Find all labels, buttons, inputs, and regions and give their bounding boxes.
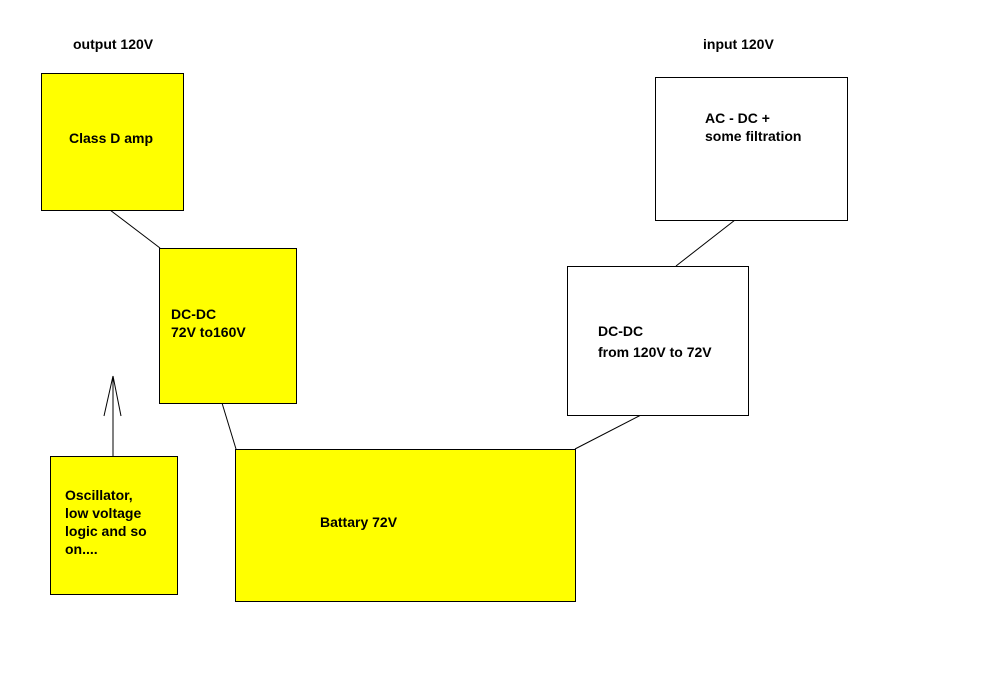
battery-label: Battary 72V <box>320 514 398 530</box>
acdc-block: AC - DC + some filtration <box>655 77 848 221</box>
dcdc-step-down-spec: from 120V to 72V <box>598 344 712 360</box>
class-d-amp-block: Class D amp <box>41 73 184 211</box>
dcdc-step-down-title: DC-DC <box>598 323 644 339</box>
acdc-line-1: AC - DC + <box>705 110 770 126</box>
oscillator-line-3: logic and so <box>65 523 147 539</box>
oscillator-block: Oscillator, low voltage logic and so on.… <box>50 456 178 595</box>
dcdc-step-up-title: DC-DC <box>171 306 217 322</box>
class-d-amp-label: Class D amp <box>69 130 154 146</box>
dcdc-step-down-block: DC-DC from 120V to 72V <box>567 266 749 416</box>
up-arrow-icon <box>103 375 122 456</box>
oscillator-line-1: Oscillator, <box>65 487 133 503</box>
oscillator-line-4: on.... <box>65 541 98 557</box>
link-dcdcup-battery <box>221 402 237 450</box>
battery-block: Battary 72V <box>235 449 576 602</box>
acdc-line-2: some filtration <box>705 128 802 144</box>
oscillator-line-2: low voltage <box>65 505 142 521</box>
output-caption: output 120V <box>73 36 154 52</box>
link-classd-dcdcup <box>109 209 161 249</box>
link-battery-dcdcdown <box>574 414 642 450</box>
link-dcdcdown-acdc <box>675 219 736 267</box>
dcdc-step-up-block: DC-DC 72V to160V <box>159 248 297 404</box>
input-caption: input 120V <box>703 36 774 52</box>
dcdc-step-up-spec: 72V to160V <box>171 324 246 340</box>
